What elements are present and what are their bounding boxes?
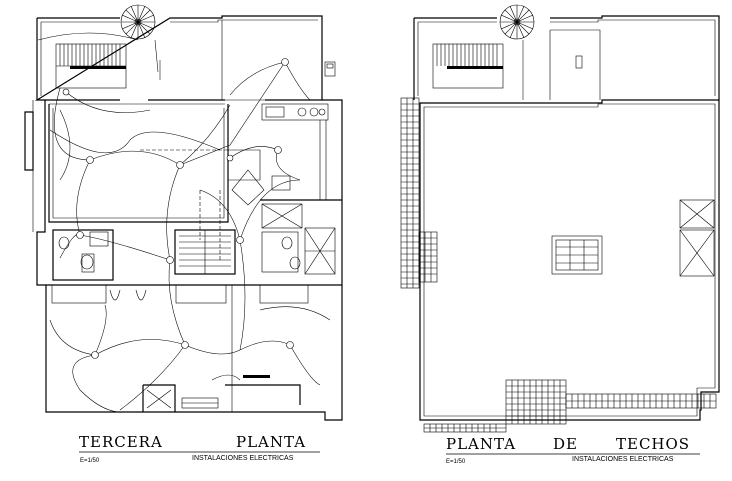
title-word-planta: PLANTA — [236, 433, 306, 451]
kitchen-counter — [261, 103, 329, 200]
tercera-planta-title: TERCERA PLANTA E=1/50 INSTALACIONES ELEC… — [79, 433, 320, 464]
roof-skylight — [551, 235, 603, 275]
title-word-de: DE — [553, 435, 578, 453]
straight-stair — [55, 43, 127, 89]
scale-label: E=1/50 — [446, 459, 466, 465]
roof-straight-stair — [432, 40, 524, 100]
title-word-planta: PLANTA — [446, 435, 516, 453]
planta-de-techos-title: PLANTA DE TECHOS E=1/50 INSTALACIONES EL… — [446, 435, 700, 465]
tercera-planta-plan: TERCERA PLANTA E=1/50 INSTALACIONES ELEC… — [24, 4, 343, 464]
roof-tile-band-left — [400, 97, 438, 289]
subtitle-label: INSTALACIONES ELECTRICAS — [572, 456, 674, 463]
wiring-network — [37, 32, 331, 413]
subtitle-label: INSTALACIONES ELECTRICAS — [192, 455, 294, 462]
roof-shafts — [679, 199, 715, 277]
light-fixtures — [62, 58, 294, 359]
scale-label: E=1/50 — [80, 458, 100, 464]
roof-tile-band-bottom — [423, 379, 717, 433]
title-word-tercera: TERCERA — [79, 433, 163, 451]
spiral-stair — [120, 4, 156, 40]
roof-spiral-stair — [499, 4, 535, 40]
planta-de-techos-plan: PLANTA DE TECHOS E=1/50 INSTALACIONES EL… — [400, 4, 720, 465]
title-word-techos: TECHOS — [616, 435, 690, 453]
